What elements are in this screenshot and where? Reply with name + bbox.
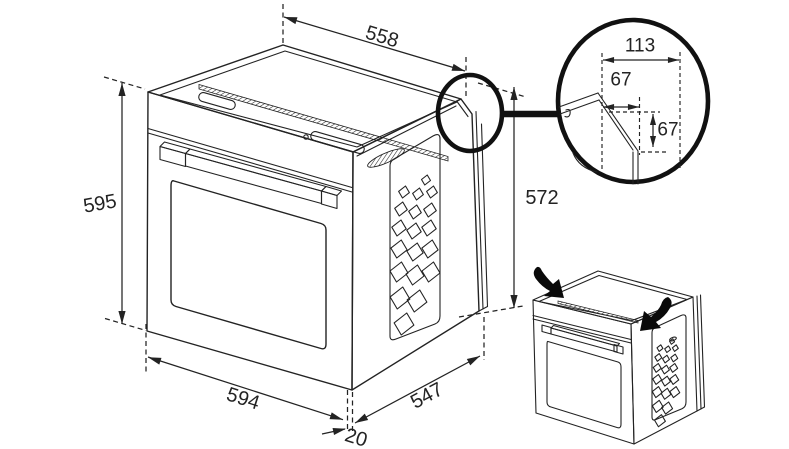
dimension-bottom-width-label: 594 xyxy=(224,383,262,414)
dimension-depth-label: 547 xyxy=(407,378,447,413)
small-oven-side-face xyxy=(630,294,706,445)
detail-inset-height-label: 67 xyxy=(657,120,678,141)
detail-dimension-inset-width: 67 xyxy=(603,70,639,111)
diamond-pattern xyxy=(390,175,440,335)
dimension-front-height: 595 xyxy=(82,76,147,332)
dimension-top-width-label: 558 xyxy=(363,22,401,53)
door-handle xyxy=(159,141,343,210)
top-slot-left xyxy=(198,92,236,110)
side-decor-panel xyxy=(389,134,441,341)
grip-arrow-left xyxy=(533,266,564,298)
oven-top-face xyxy=(147,44,462,162)
detail-inset-width-label: 67 xyxy=(610,70,631,91)
oven-front-face xyxy=(146,91,354,391)
small-side-decor-panel xyxy=(651,314,687,421)
corner-detail-view: 113 67 67 xyxy=(555,17,711,185)
grip-arrow-right xyxy=(640,297,672,331)
detail-dimension-total-width: 113 xyxy=(603,36,679,64)
dimension-top-width: 558 xyxy=(282,4,467,96)
small-door-window xyxy=(546,340,622,429)
small-top-vent-strip xyxy=(557,300,639,324)
main-oven-isometric xyxy=(146,44,489,391)
small-oven-front-face xyxy=(532,299,635,445)
dimension-depth: 547 xyxy=(353,317,485,427)
lifting-instruction-oven xyxy=(532,266,706,445)
door-window xyxy=(170,180,327,350)
small-diamond-pattern xyxy=(652,339,680,427)
detail-total-width-label: 113 xyxy=(625,36,655,57)
small-oven-top-face xyxy=(532,270,694,325)
dimension-door-gap: 20 xyxy=(321,390,370,449)
dimension-door-gap-label: 20 xyxy=(342,424,370,449)
dimension-front-height-label: 595 xyxy=(82,190,119,217)
small-door-handle xyxy=(541,324,624,355)
dimension-side-height-label: 572 xyxy=(525,187,558,209)
oven-side-face xyxy=(351,98,489,391)
corner-highlight-circle xyxy=(435,72,505,154)
side-vent-hatch xyxy=(367,148,405,168)
detail-dimension-inset-height: 67 xyxy=(649,114,679,147)
dimension-side-height: 572 xyxy=(458,82,559,318)
corner-detail-drawing xyxy=(558,92,639,185)
